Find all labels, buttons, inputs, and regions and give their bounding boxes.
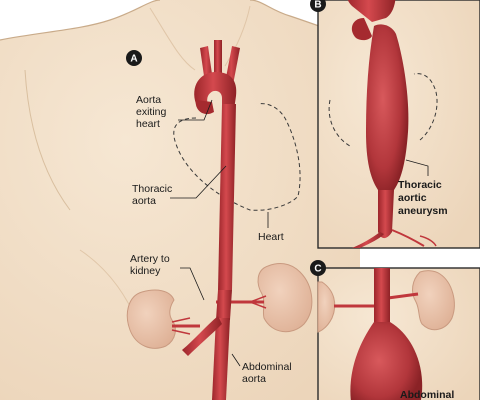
panel-b: Thoracic aortic aneurysm bbox=[317, 0, 480, 249]
label-taa-line-2: aortic bbox=[398, 192, 427, 204]
panel-a-badge-text: A bbox=[130, 54, 137, 65]
label-heart-text: Heart bbox=[258, 231, 284, 243]
label-artery-to-kidney: Artery to kidney bbox=[130, 253, 205, 301]
label-thoracic-aorta: Thoracic aorta bbox=[132, 165, 227, 207]
label-aorta-line-3: heart bbox=[136, 118, 160, 130]
label-heart: Heart bbox=[258, 212, 284, 243]
label-artery-line-1: Artery to bbox=[130, 253, 170, 265]
label-abdominal-line-1: Abdominal bbox=[242, 361, 292, 373]
panel-b-badge: B bbox=[310, 0, 326, 12]
label-aorta-line-2: exiting bbox=[136, 106, 167, 118]
left-kidney bbox=[126, 289, 200, 349]
label-abdominal-aneurysm: Abdominal bbox=[400, 389, 454, 400]
heart-outline bbox=[173, 103, 301, 211]
label-aorta-line-1: Aorta bbox=[136, 94, 161, 106]
panel-c-badge-text: C bbox=[314, 264, 321, 275]
panel-c: Abdominal bbox=[317, 267, 480, 400]
label-taa-line-3: aneurysm bbox=[398, 205, 448, 217]
label-abdominal-aorta: Abdominal aorta bbox=[231, 353, 292, 385]
label-thoracic-line-2: aorta bbox=[132, 195, 156, 207]
aorta bbox=[182, 40, 240, 400]
label-artery-line-2: kidney bbox=[130, 265, 161, 277]
label-aorta-exiting-heart: Aorta exiting heart bbox=[136, 94, 213, 130]
panel-c-badge: C bbox=[310, 260, 326, 276]
thoracic-aneurysm bbox=[366, 24, 409, 190]
panel-b-badge-text: B bbox=[314, 0, 321, 11]
abdominal-aneurysm bbox=[350, 322, 423, 400]
label-taa-line-1: Thoracic bbox=[398, 179, 442, 191]
label-abdominal-line-2: aorta bbox=[242, 373, 266, 385]
label-thoracic-line-1: Thoracic bbox=[132, 183, 172, 195]
panel-a-badge: A bbox=[126, 50, 142, 66]
